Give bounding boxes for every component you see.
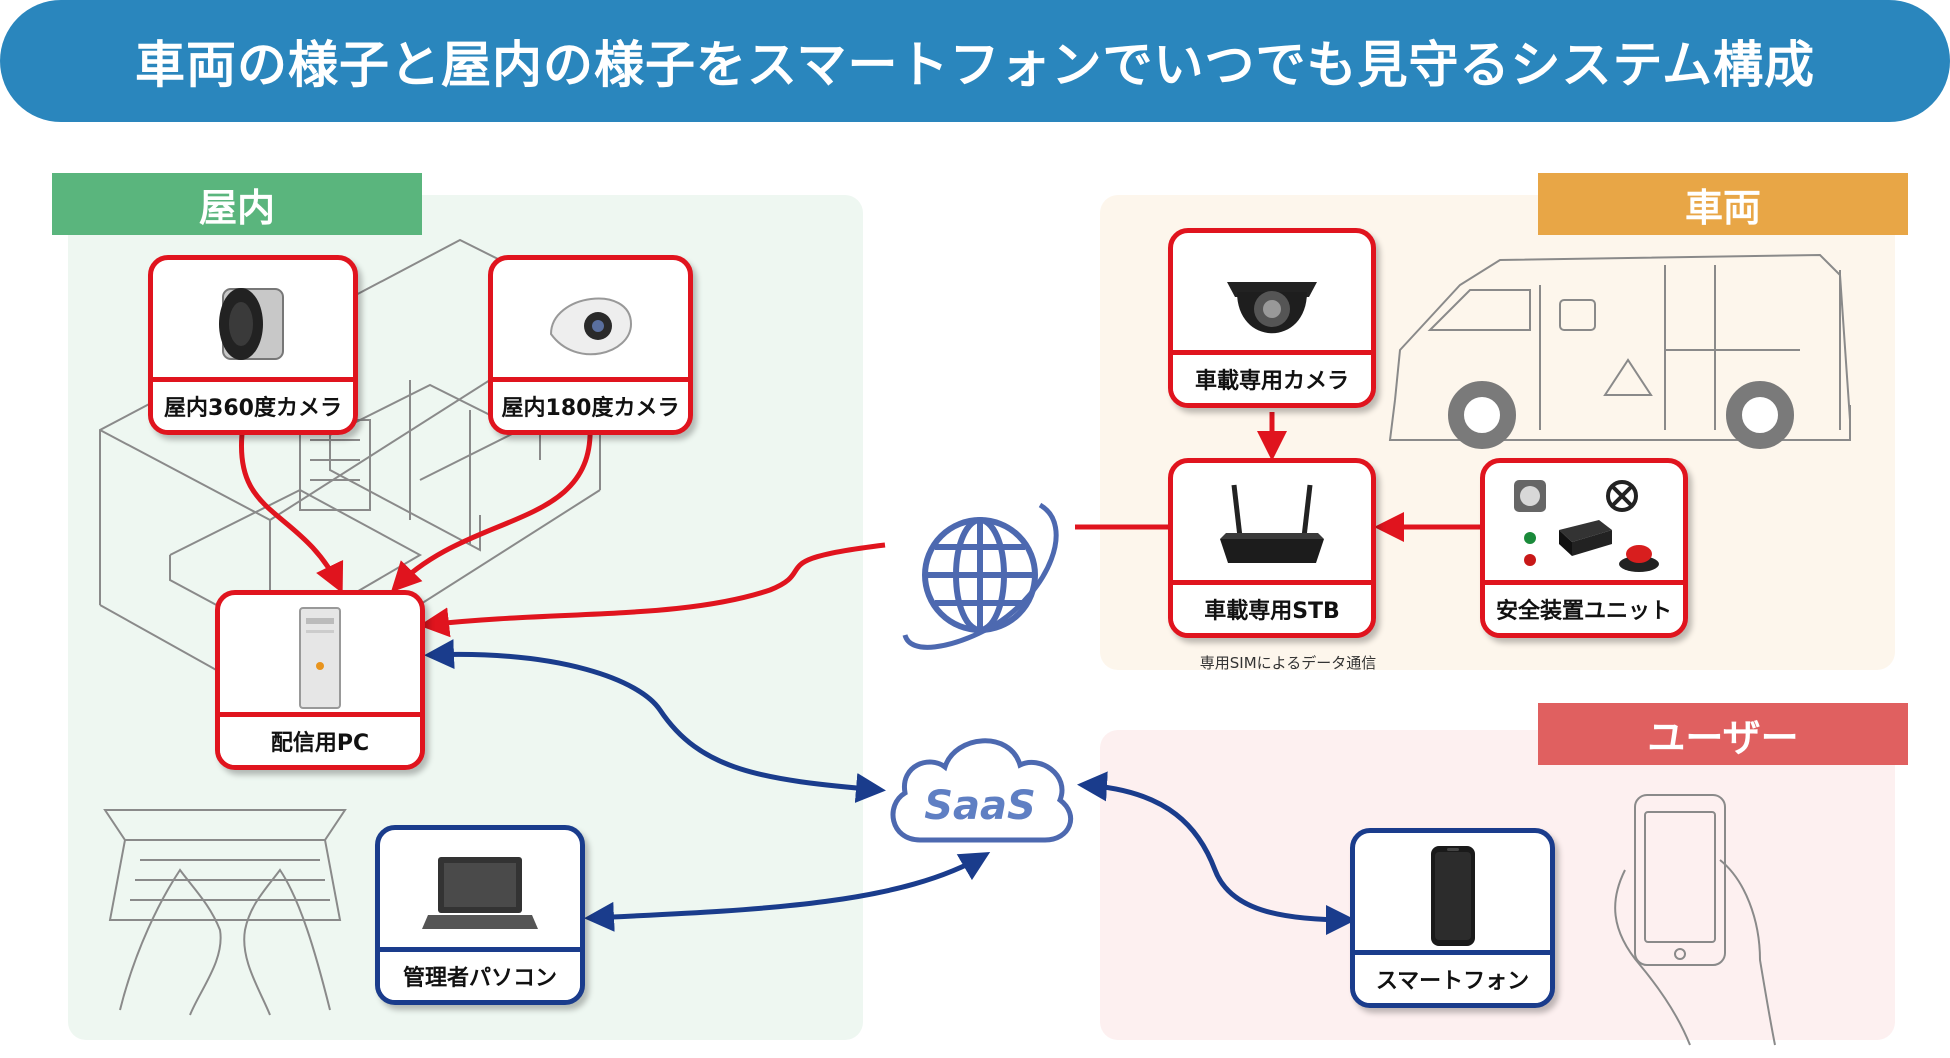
saas-label: SaaS <box>924 783 1036 829</box>
indoor-tag: 屋内 <box>52 173 422 235</box>
cam180-card: 屋内180度カメラ <box>488 255 693 435</box>
vehicle-stb-card: 車載専用STB <box>1168 458 1376 638</box>
safety-devices-icon <box>1514 479 1659 572</box>
camera-180-icon <box>549 297 632 355</box>
vehicle-camera-label: 車載専用カメラ <box>1173 350 1371 403</box>
arrow-cam360-to-pc <box>239 424 344 594</box>
saas-cloud-icon <box>890 738 1074 843</box>
safety-unit-card: 安全装置ユニット <box>1480 458 1688 638</box>
laptop-typing-sketch <box>103 809 347 1016</box>
arrow-saas-phone <box>1077 771 1356 935</box>
van-rear-wheel <box>1726 381 1794 449</box>
arrow-cam180-to-pc <box>390 424 593 593</box>
dome-camera-icon <box>1227 281 1317 333</box>
smartphone-icon <box>1430 845 1475 946</box>
smartphone-card: スマートフォン <box>1350 828 1555 1008</box>
page-title: 車両の様子と屋内の様子をスマートフォンでいつでも見守るシステム構成 <box>135 36 1815 94</box>
arrow-globe-to-pc <box>419 542 886 638</box>
smartphone-label: スマートフォン <box>1355 950 1550 1003</box>
user-tag: ユーザー <box>1538 703 1908 765</box>
van-front-wheel <box>1448 381 1516 449</box>
streaming-pc-card: 配信用PC <box>215 590 425 770</box>
van-sketch <box>1388 253 1851 441</box>
streaming-pc-label: 配信用PC <box>220 712 420 765</box>
arrow-pc-saas <box>424 639 886 803</box>
vehicle-tag: 車両 <box>1538 173 1908 235</box>
vehicle-camera-card: 車載専用カメラ <box>1168 228 1376 408</box>
arrow-admin-saas <box>584 851 991 932</box>
hand-phone-sketch <box>1614 794 1776 1046</box>
safety-unit-label: 安全装置ユニット <box>1485 580 1683 633</box>
laptop-icon <box>422 856 538 929</box>
title-bar: 車両の様子と屋内の様子をスマートフォンでいつでも見守るシステム構成 <box>0 0 1950 122</box>
camera-360-icon <box>219 287 284 360</box>
admin-pc-label: 管理者パソコン <box>380 947 580 1000</box>
desktop-pc-icon <box>299 607 341 709</box>
globe-icon <box>902 502 1059 650</box>
vehicle-stb-label: 車載専用STB <box>1173 580 1371 633</box>
admin-pc-card: 管理者パソコン <box>375 825 585 1005</box>
cam180-label: 屋内180度カメラ <box>493 377 688 430</box>
sim-note: 専用SIMによるデータ通信 <box>1199 654 1377 672</box>
router-icon <box>1220 484 1324 563</box>
cam360-label: 屋内360度カメラ <box>153 377 353 430</box>
cam360-card: 屋内360度カメラ <box>148 255 358 435</box>
